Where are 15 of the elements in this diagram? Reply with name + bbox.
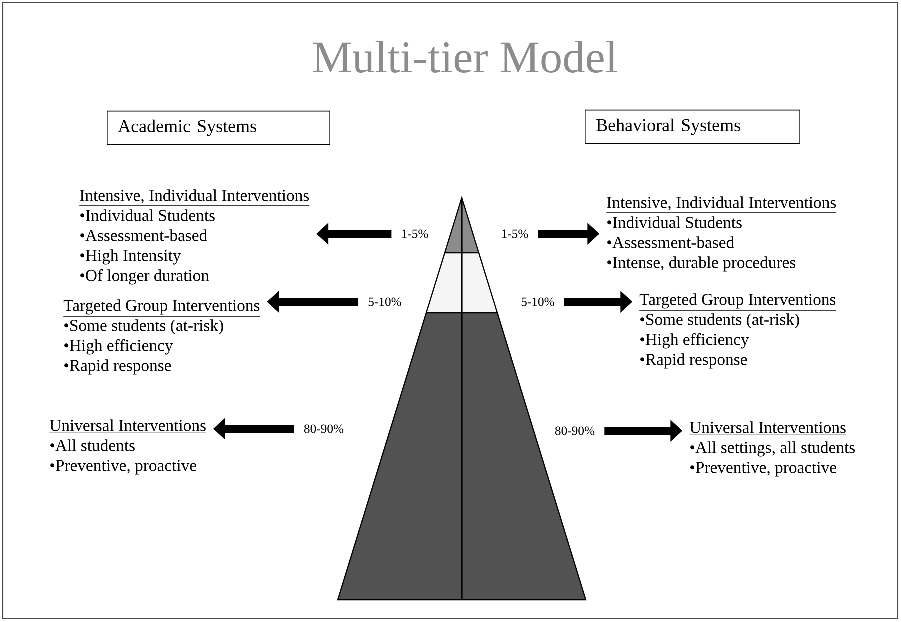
- title: Multi-tier Model: [313, 41, 618, 73]
- system-box: Behavioral Systems: [585, 110, 800, 144]
- percentage-label: 5-10%: [522, 298, 554, 306]
- intervention-list: Intensive, Individual Interventions •Individual Students •Assessment-based •High Intensity •Of longer duration: [79, 190, 310, 285]
- intervention-list: Universal Interventions •All students •Preventive, proactive: [49, 420, 207, 475]
- percentage-label: 80-90%: [304, 424, 344, 434]
- percentage-label: 80-90%: [555, 426, 595, 436]
- intervention-list: Targeted Group Interventions •Some students (at-risk) •High efficiency •Rapid response: [639, 294, 836, 369]
- intervention-list: Universal Interventions •All settings, all students •Preventive, proactive: [689, 422, 856, 477]
- system-box: Academic Systems: [107, 110, 330, 146]
- intervention-list: Intensive, Individual Interventions •Individual Students •Assessment-based •Intense, durable procedures: [606, 196, 837, 272]
- percentage-label: 1-5%: [402, 230, 428, 238]
- percentage-label: 1-5%: [502, 230, 528, 238]
- percentage-label: 5-10%: [368, 298, 402, 306]
- intervention-list: Targeted Group Interventions •Some students (at-risk) •High efficiency •Rapid response: [63, 300, 260, 375]
